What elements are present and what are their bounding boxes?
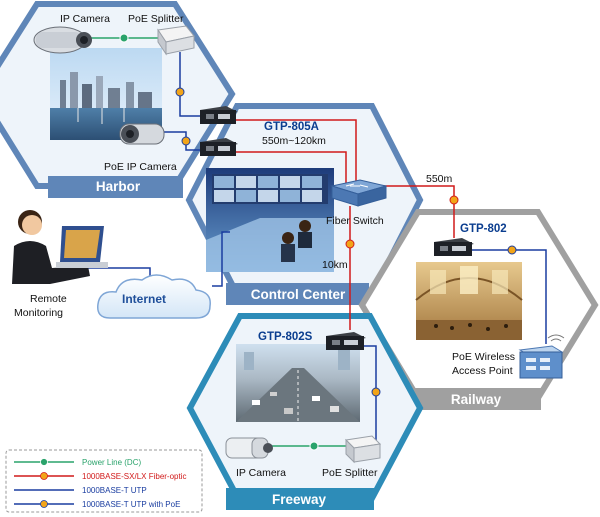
gtp-805a-range-label: 550m~120km (262, 135, 326, 147)
gtp-805a-label: GTP-805A (264, 121, 319, 133)
legend-poe-icon (40, 500, 48, 508)
gtp-802-label: GTP-802 (460, 223, 507, 235)
remote-monitoring-label-line2: Monitoring (14, 307, 63, 319)
poe-marker (507, 245, 517, 255)
legend-fiber-icon (40, 472, 48, 480)
internet-cloud-icon (97, 274, 211, 319)
zone-label-control-center: Control Center (251, 287, 346, 302)
poe-ip-camera-icon (119, 123, 165, 145)
legend-item-utp: 1000BASE-T UTP (82, 486, 147, 495)
harbor-ip-camera-label: IP Camera (60, 13, 110, 25)
harbor-poe-splitter-icon (157, 25, 195, 56)
control-center-banner (226, 283, 369, 305)
distance-railway-label: 550m (426, 173, 453, 185)
fiber-line-railway (380, 185, 455, 238)
railway-banner (411, 388, 541, 410)
legend-power-icon (40, 458, 48, 466)
poe-ip-camera-label: PoE IP Camera (104, 161, 177, 173)
fiber-marker (345, 239, 355, 249)
freeway-poe-splitter-icon (344, 435, 382, 464)
poe-marker (175, 87, 185, 97)
legend-item-utp-poe: 1000BASE-T UTP with PoE (82, 500, 180, 509)
internet-label: Internet (122, 292, 166, 306)
remote-monitoring-label-line1: Remote (30, 293, 67, 305)
harbor-poe-splitter-label: PoE Splitter (128, 13, 184, 25)
fiber-line-805a-2 (236, 151, 347, 186)
poe-line-railway (458, 249, 547, 344)
gtp-802-converter-icon (434, 238, 474, 256)
poe-marker (181, 136, 191, 146)
gtp-805a-converter-icon (200, 106, 238, 124)
legend-item-power: Power Line (DC) (82, 458, 141, 467)
control-room-photo (206, 168, 334, 272)
freeway-ip-camera-icon (225, 437, 273, 459)
poe-marker (371, 387, 381, 397)
zone-label-railway: Railway (451, 392, 502, 407)
freeway-photo (236, 344, 360, 422)
distance-freeway-label: 10km (322, 259, 348, 271)
access-point-label-line2: Access Point (452, 365, 513, 377)
gtp-805a-converter-icon (200, 138, 238, 156)
freeway-poe-splitter-label: PoE Splitter (322, 467, 378, 479)
power-marker (119, 33, 129, 43)
freeway-ip-camera-label: IP Camera (236, 467, 286, 479)
legend-item-fiber: 1000BASE-SX/LX Fiber-optic (82, 472, 187, 481)
utp-line-control (212, 231, 230, 287)
power-marker (309, 441, 319, 451)
gtp-802s-converter-icon (326, 332, 366, 350)
wireless-access-point-icon (518, 334, 565, 379)
gtp-802s-label: GTP-802S (258, 331, 313, 343)
zone-label-freeway: Freeway (272, 492, 327, 507)
fiber-line-805a-1 (236, 119, 357, 186)
freeway-banner (226, 488, 374, 510)
poe-line-splitter (179, 52, 200, 117)
fiber-marker (449, 195, 459, 205)
remote-user-icon (12, 210, 108, 284)
legend: Power Line (DC) 1000BASE-SX/LX Fiber-opt… (5, 449, 203, 513)
zone-label-harbor: Harbor (96, 179, 141, 194)
fiber-switch-icon (330, 179, 387, 207)
harbor-banner (48, 176, 183, 198)
line-markers (119, 33, 517, 451)
railway-photo (415, 262, 523, 340)
harbor-ip-camera-icon (33, 26, 92, 54)
fiber-switch-label: Fiber Switch (326, 215, 384, 227)
access-point-label-line1: PoE Wireless (452, 351, 515, 363)
